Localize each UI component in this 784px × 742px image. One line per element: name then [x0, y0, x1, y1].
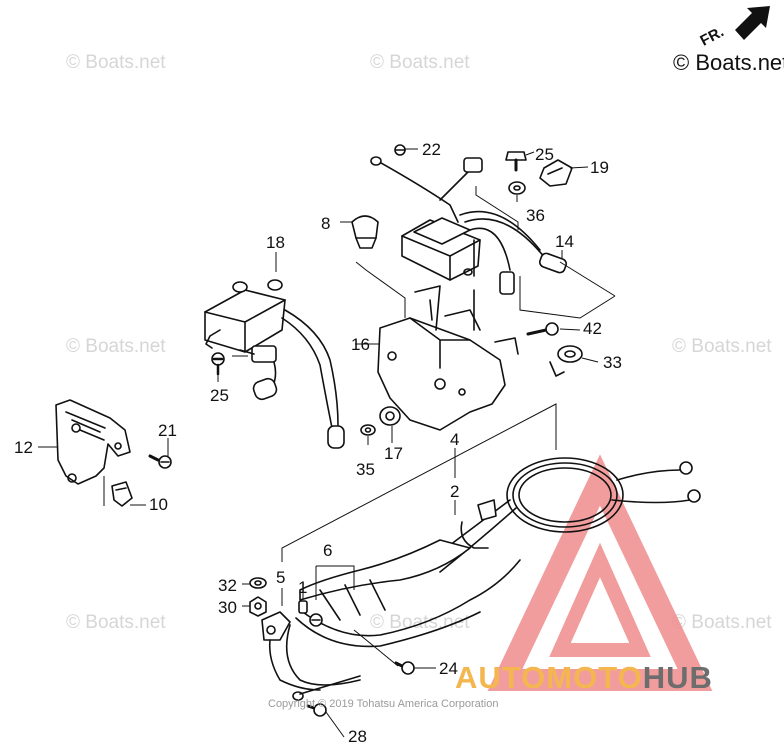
- part-12-bracket[interactable]: [55, 399, 131, 485]
- callout-5[interactable]: 5: [276, 568, 285, 587]
- part-25-screw-left[interactable]: [211, 352, 225, 376]
- callout-labels: 22 25 19 36 14 8 18 16 42 33 25 12 21 10…: [14, 140, 622, 742]
- callout-4[interactable]: 4: [450, 430, 459, 449]
- callout-18[interactable]: 18: [266, 233, 285, 252]
- watermark: © Boats.net: [66, 336, 166, 357]
- watermark: © Boats.net: [672, 336, 772, 357]
- part-36-nut[interactable]: [508, 181, 526, 195]
- part-1-washer[interactable]: [298, 600, 308, 614]
- callout-22[interactable]: 22: [422, 140, 441, 159]
- part-14-relay-assembly[interactable]: [401, 210, 568, 331]
- callout-24[interactable]: 24: [439, 659, 458, 678]
- part-10-clip[interactable]: [111, 481, 133, 507]
- part-28-bolt[interactable]: [306, 703, 327, 717]
- callout-21[interactable]: 21: [158, 421, 177, 440]
- callout-25-left[interactable]: 25: [210, 386, 229, 405]
- part-42-screw[interactable]: [526, 322, 559, 336]
- callout-19[interactable]: 19: [590, 158, 609, 177]
- part-18-ignition-coil[interactable]: [204, 279, 345, 449]
- callout-25-top[interactable]: 25: [535, 145, 554, 164]
- callout-12[interactable]: 12: [14, 438, 33, 457]
- callout-1[interactable]: 1: [298, 578, 307, 597]
- logo-wordmark-part2: HUB: [642, 660, 713, 695]
- callout-6[interactable]: 6: [323, 541, 332, 560]
- part-35-collar[interactable]: [360, 424, 376, 436]
- part-4-battery-cable[interactable]: [429, 457, 701, 573]
- logo-wordmark: AUTOMOTOHUB: [455, 660, 713, 696]
- part-21-bolt[interactable]: [148, 454, 172, 469]
- part-6-wiring-harness[interactable]: [285, 539, 521, 701]
- part-2-cable-clamp[interactable]: [460, 499, 497, 549]
- callout-30[interactable]: 30: [218, 598, 237, 617]
- watermark: © Boats.net: [370, 52, 470, 73]
- part-25-bolt-top[interactable]: [505, 151, 527, 172]
- part-33-clamp[interactable]: [549, 345, 583, 377]
- part-19-clamp[interactable]: [539, 159, 573, 187]
- leader-lines: [38, 148, 616, 738]
- part-24-bolt[interactable]: [394, 661, 415, 675]
- part-22-wire-harness[interactable]: [370, 144, 483, 223]
- logo-wordmark-part1: AUTOMOTO: [455, 660, 643, 695]
- part-17-grommet[interactable]: [379, 406, 401, 426]
- callout-32[interactable]: 32: [218, 576, 237, 595]
- callout-2[interactable]: 2: [450, 482, 459, 501]
- callout-33[interactable]: 33: [603, 353, 622, 372]
- callout-17[interactable]: 17: [384, 444, 403, 463]
- callout-14[interactable]: 14: [555, 232, 574, 251]
- part-8-grommet[interactable]: [351, 215, 379, 249]
- part-5-terminal[interactable]: [261, 611, 321, 691]
- part-30-nut[interactable]: [249, 596, 267, 617]
- callout-36[interactable]: 36: [526, 206, 545, 225]
- terminal-bolt: [309, 613, 323, 627]
- callout-28[interactable]: 28: [348, 727, 367, 742]
- watermark: © Boats.net: [66, 52, 166, 73]
- watermark: © Boats.net: [672, 612, 772, 633]
- callout-10[interactable]: 10: [149, 495, 168, 514]
- front-arrow-icon: [735, 6, 770, 40]
- watermark: © Boats.net: [66, 612, 166, 633]
- logo-mark: [487, 454, 713, 691]
- callout-35[interactable]: 35: [356, 460, 375, 479]
- corner-brand: © Boats.net: [673, 50, 784, 75]
- callout-16[interactable]: 16: [351, 335, 370, 354]
- part-32-washer[interactable]: [249, 577, 267, 589]
- callout-42[interactable]: 42: [583, 319, 602, 338]
- part-16-mounting-plate[interactable]: [377, 285, 519, 431]
- callout-8[interactable]: 8: [321, 214, 330, 233]
- copyright-notice: Copyright © 2019 Tohatsu America Corpora…: [268, 698, 499, 710]
